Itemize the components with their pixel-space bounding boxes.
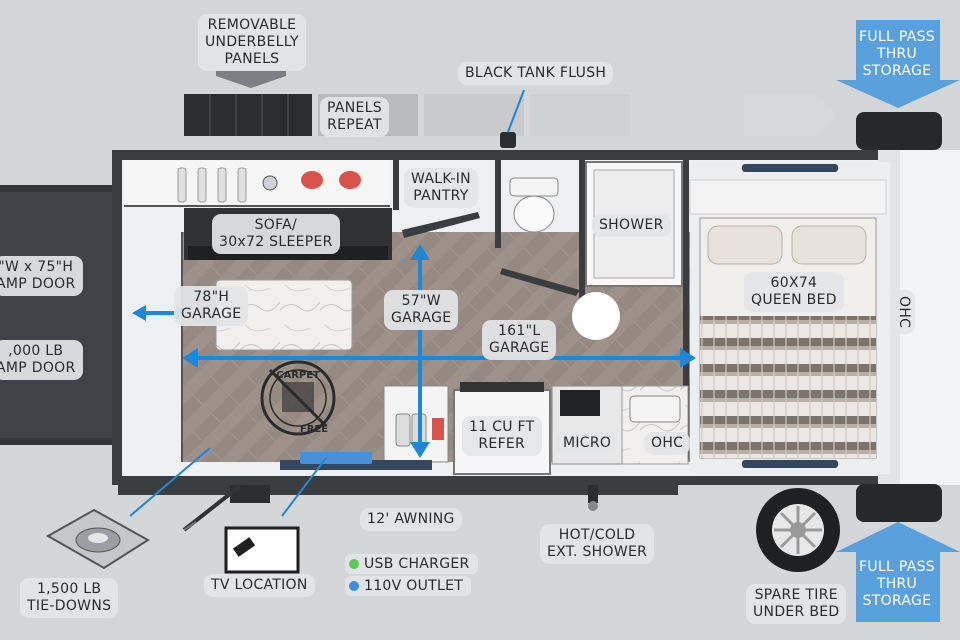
ramp-door — [0, 185, 120, 445]
underbelly-arrow-icon — [216, 70, 286, 88]
label-queen-bed: 60X74 QUEEN BED — [744, 272, 844, 312]
entry-step — [300, 452, 372, 464]
label-garage-length: 161"L GARAGE — [482, 320, 557, 360]
label-storage-top: FULL PASS THRU STORAGE — [859, 29, 935, 79]
label-shower: SHOWER — [592, 214, 671, 237]
label-refer: 11 CU FT REFER — [462, 416, 542, 456]
storage-hatch-bottom — [856, 484, 942, 522]
wall-hooks — [177, 167, 361, 203]
pointer-lines — [129, 447, 327, 517]
label-tv-location: TV LOCATION — [204, 574, 315, 597]
label-removable-underbelly: REMOVABLE UNDERBELLY PANELS — [198, 14, 306, 71]
label-garage-width: 57"W GARAGE — [384, 290, 459, 330]
label-micro: MICRO — [556, 432, 619, 455]
label-walkin-pantry: WALK-IN PANTRY — [404, 168, 478, 208]
label-ramp-weight: ,000 LB AMP DOOR — [0, 340, 83, 380]
carpet-free-stamp: CARPET FREE — [260, 360, 336, 436]
bath-door — [500, 268, 580, 296]
label-garage-height: 78"H GARAGE — [174, 286, 249, 326]
usb-dot-icon — [349, 559, 359, 569]
tie-down-icon — [45, 508, 150, 570]
toilet-icon — [509, 177, 559, 233]
label-ramp-size: "W x 75"H AMP DOOR — [0, 256, 83, 296]
black-tank-flush-icon — [500, 89, 525, 148]
floor-drain-icon — [572, 292, 620, 340]
storage-arrow-up-icon — [836, 522, 960, 622]
tv-icon — [224, 526, 300, 574]
spare-tire-icon — [756, 488, 840, 572]
pantry-door — [402, 212, 480, 238]
label-storage-bottom: FULL PASS THRU STORAGE — [859, 559, 935, 609]
label-ohc-kitchen: OHC — [644, 432, 691, 455]
queen-bed — [699, 217, 877, 459]
bedroom-window-bottom — [742, 460, 838, 468]
label-ext-shower: HOT/COLD EXT. SHOWER — [540, 524, 655, 564]
entry-door-swing — [182, 484, 242, 532]
bedroom-window-top — [742, 164, 838, 172]
label-sofa: SOFA/ 30x72 SLEEPER — [212, 214, 340, 254]
legend-usb: USB CHARGER — [345, 554, 478, 574]
stamp-top-text: CARPET — [276, 370, 320, 381]
label-panels-repeat: PANELS REPEAT — [320, 97, 389, 137]
label-awning: 12' AWNING — [360, 508, 462, 531]
chassis-rail — [118, 485, 678, 495]
storage-hatch-top — [856, 112, 942, 150]
outlet-dot-icon — [349, 581, 359, 591]
label-ohc-bedroom: OHC — [892, 290, 915, 335]
legend-outlet: 110V OUTLET — [345, 576, 472, 596]
storage-arrow-down-icon — [836, 20, 960, 108]
dimension-arrows — [132, 244, 696, 458]
label-tiedowns: 1,500 LB TIE-DOWNS — [20, 578, 119, 618]
lower-window — [280, 460, 432, 470]
label-black-tank-flush: BLACK TANK FLUSH — [458, 62, 614, 85]
label-spare-tire: SPARE TIRE UNDER BED — [746, 584, 847, 624]
stamp-bottom-text: FREE — [300, 424, 328, 435]
underbelly-panels-strip — [184, 94, 836, 136]
